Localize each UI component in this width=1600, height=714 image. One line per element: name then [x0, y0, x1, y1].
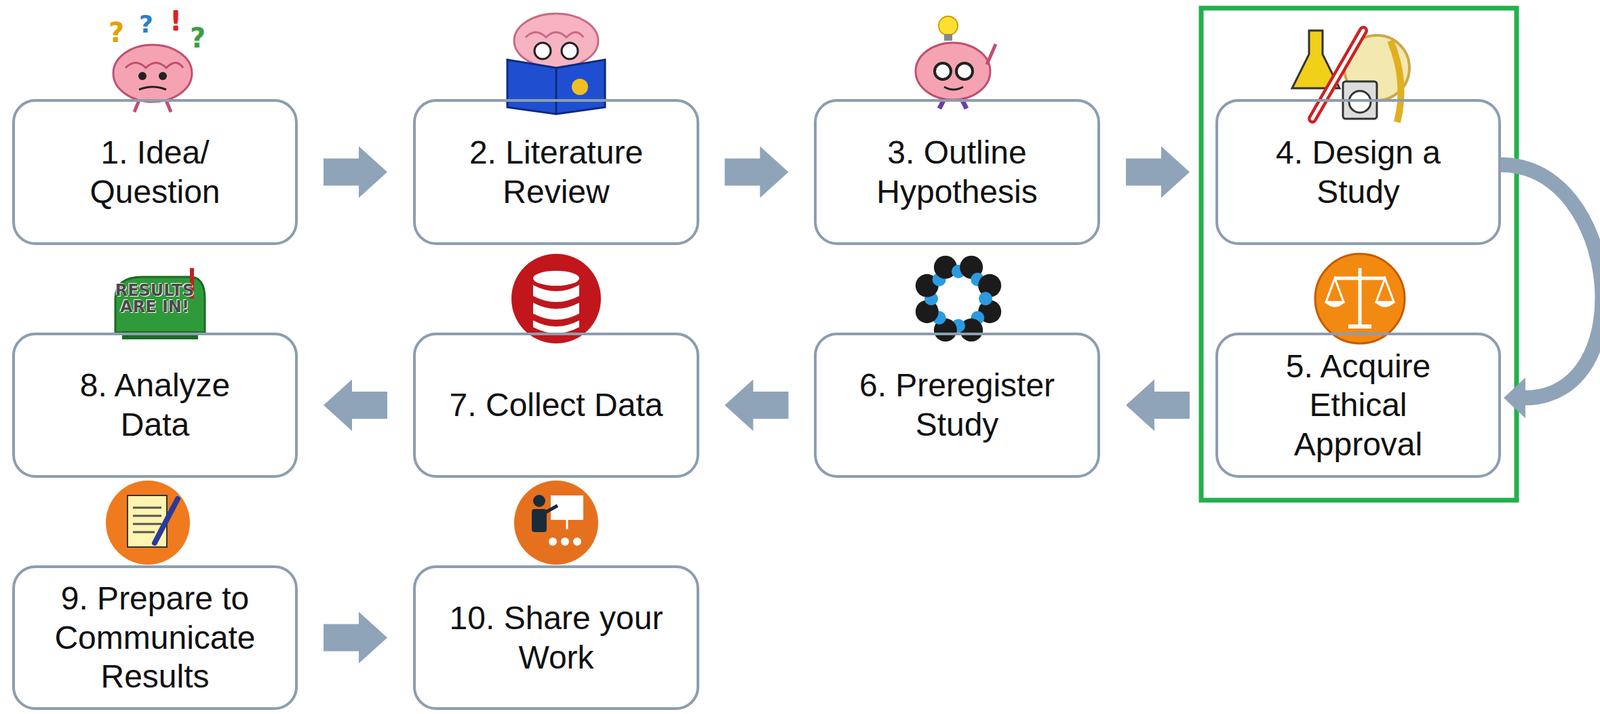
database-icon [511, 253, 601, 344]
svg-text:!: ! [169, 5, 182, 37]
flow-arrow [1125, 379, 1190, 431]
svg-text:?: ? [108, 16, 125, 49]
process-box: 5. Acquire Ethical Approval [1215, 332, 1501, 478]
flow-arrow [725, 146, 789, 199]
notepad-icon [105, 480, 190, 565]
process-box: 9. Prepare to Communicate Results [12, 564, 298, 710]
step-label: 2. Literature Review [454, 132, 658, 211]
process-box: 2. Literature Review [413, 99, 700, 245]
presenter-icon [514, 480, 599, 565]
process-box: 8. Analyze Data [12, 332, 298, 478]
step-label: 1. Idea/ Question [73, 132, 237, 211]
highlight-frame [1201, 8, 1517, 500]
process-box: 3. Outline Hypothesis [813, 99, 1101, 245]
flow-arrow [725, 379, 789, 431]
step-label: 3. Outline Hypothesis [855, 132, 1059, 211]
flow-arrow [1125, 146, 1190, 199]
step-label: 7. Collect Data [427, 385, 686, 425]
scales-icon [1315, 253, 1405, 344]
process-box: 1. Idea/ Question [12, 99, 298, 245]
network-icon [915, 255, 1002, 342]
process-box: 4. Design a Study [1215, 99, 1501, 245]
svg-text:?: ? [189, 22, 206, 54]
brain-question-icon: ? ? ! ? [108, 5, 206, 112]
icon-caption: RESULTS ARE IN! [108, 282, 201, 315]
flow-arrow [323, 611, 388, 664]
step-label: 6. Preregister Study [845, 365, 1069, 444]
step-label: 10. Share your Work [440, 598, 672, 677]
process-box: 10. Share your Work [413, 564, 700, 710]
flow-arrow [323, 146, 388, 199]
step-label: 9. Prepare to Communicate Results [46, 578, 264, 696]
step-label: 4. Design a Study [1263, 132, 1454, 211]
brain-idea-icon [915, 16, 996, 109]
flow-arrow [323, 379, 388, 431]
process-box: 6. Preregister Study [813, 332, 1101, 478]
process-box: 7. Collect Data [413, 332, 700, 478]
flow-arrow [1500, 164, 1600, 419]
svg-text:?: ? [139, 10, 154, 38]
step-label: 8. Analyze Data [70, 365, 241, 444]
lab-instruments-icon [1292, 30, 1410, 123]
step-label: 5. Acquire Ethical Approval [1266, 346, 1451, 464]
